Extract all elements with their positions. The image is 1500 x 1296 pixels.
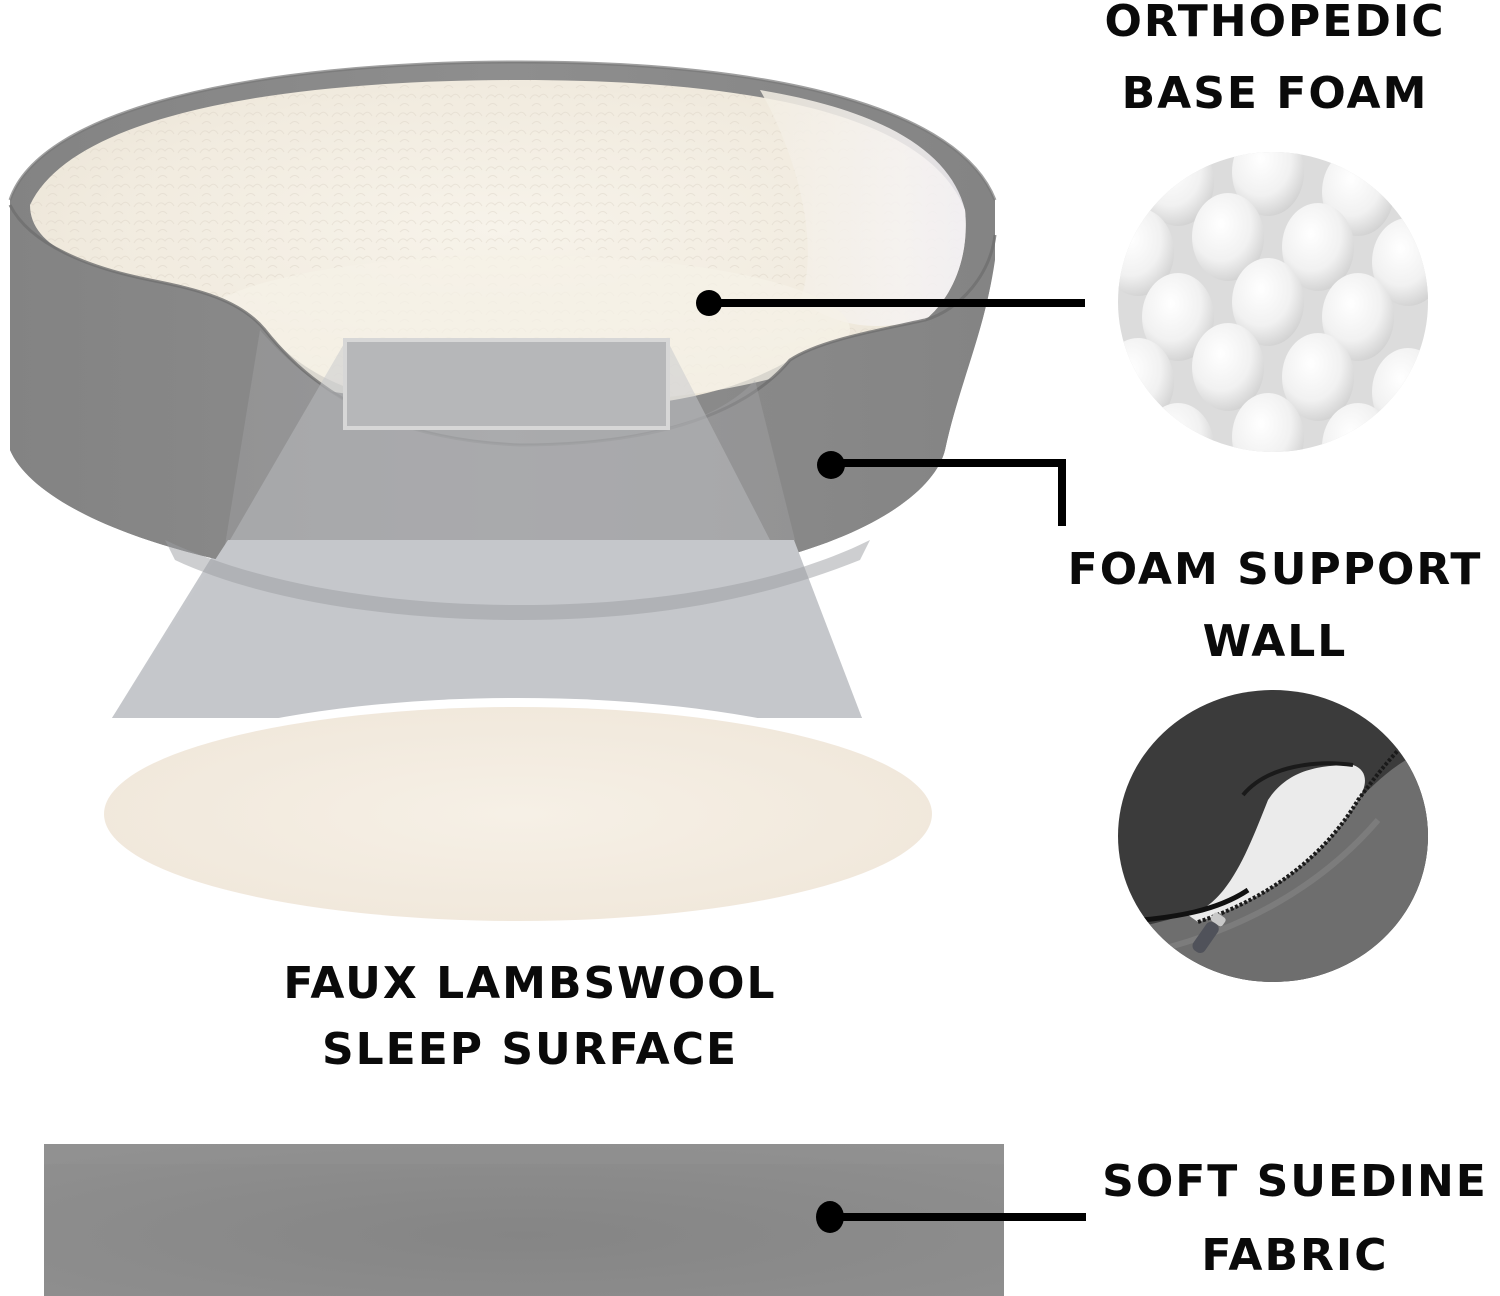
zoom-source-rectangle — [343, 338, 670, 430]
label-line: FABRIC — [1201, 1230, 1389, 1281]
suedine-fabric-swatch — [44, 1144, 1004, 1296]
zipper-icon — [1118, 690, 1428, 982]
label-faux-lambswool: FAUX LAMBSWOOL SLEEP SURFACE — [240, 962, 820, 1072]
label-line: SLEEP SURFACE — [321, 1024, 739, 1075]
zipper-cover-inset — [1118, 690, 1428, 982]
label-orthopedic-base-foam: ORTHOPEDIC BASE FOAM — [1060, 0, 1490, 116]
callout-foam-support-wall — [817, 451, 1066, 526]
label-line: ORTHOPEDIC — [1104, 0, 1446, 47]
label-soft-suedine-fabric: SOFT SUEDINE FABRIC — [1090, 1160, 1500, 1278]
label-line: FAUX LAMBSWOOL — [283, 958, 777, 1009]
label-line: BASE FOAM — [1121, 68, 1429, 119]
egg-crate-foam-icon — [1118, 152, 1428, 452]
label-line: SOFT SUEDINE — [1102, 1156, 1488, 1207]
callout-orthopedic-base-foam — [696, 290, 1085, 316]
label-line: FOAM SUPPORT — [1067, 544, 1483, 595]
orthopedic-foam-inset — [1118, 152, 1428, 452]
label-foam-support-wall: FOAM SUPPORT WALL — [1050, 548, 1500, 664]
label-line: WALL — [1202, 616, 1348, 667]
lambswool-disc — [104, 707, 932, 921]
bed-front-wall — [10, 200, 995, 590]
suedine-texture — [44, 1144, 1004, 1296]
